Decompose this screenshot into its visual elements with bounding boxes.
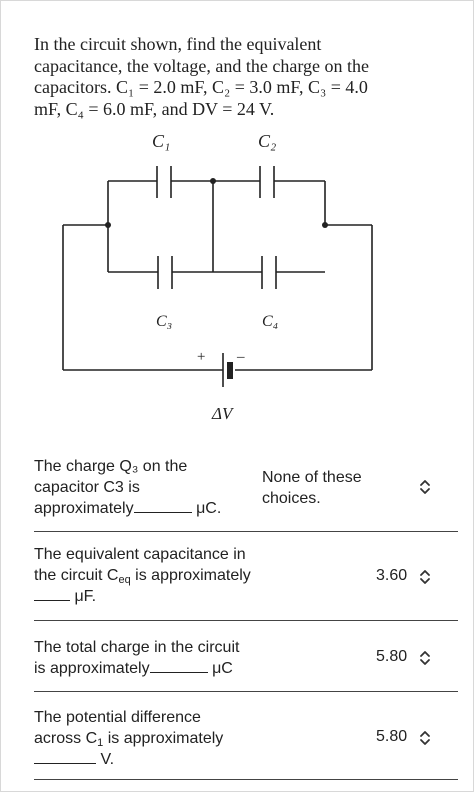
problem-line-4: mF, C₄ = 6.0 mF, and DV = 24 V. [34, 98, 275, 119]
answer-select-ceq[interactable]: 3.60 [376, 567, 458, 589]
divider [34, 691, 458, 692]
selected-value-cont: choices. [262, 490, 321, 507]
selected-value: None of these [262, 469, 362, 486]
question-text: The potential difference across C1 is ap… [34, 709, 224, 768]
question-charge-q3: The charge Q₃ on the capacitor C3 is app… [34, 456, 458, 526]
answer-select-total-charge[interactable]: 5.80 [376, 648, 458, 670]
chevron-updown-icon [420, 480, 430, 494]
answer-blank [149, 672, 208, 673]
selected-value: 5.80 [376, 728, 408, 745]
divider [34, 779, 458, 780]
chevron-updown-icon [420, 731, 430, 745]
selected-value: 5.80 [376, 648, 408, 665]
c3-label: C₃ [156, 313, 172, 330]
question-text: The total charge in the circuit is appro… [34, 639, 240, 677]
chevron-updown-icon [420, 651, 430, 665]
question-text: The charge Q₃ on the capacitor C3 is app… [34, 458, 222, 517]
c2-label: C₂ [258, 131, 276, 151]
problem-line-1: In the circuit shown, find the equivalen… [34, 34, 322, 54]
answer-select-q3[interactable]: None of these choices. [262, 467, 458, 511]
minus-label: – [236, 349, 245, 365]
question-equivalent-capacitance: The equivalent capacitance in the circui… [34, 544, 458, 614]
c1-label: C₁ [152, 131, 170, 151]
divider [34, 620, 458, 621]
question-text: The equivalent capacitance in the circui… [34, 546, 251, 605]
answer-blank [34, 600, 70, 601]
problem-statement: In the circuit shown, find the equivalen… [34, 34, 434, 120]
delta-v-label: ΔV [211, 404, 235, 423]
problem-line-2: capacitance, the voltage, and the charge… [34, 55, 370, 76]
answer-blank [34, 763, 96, 764]
question-potential-difference: The potential difference across C1 is ap… [34, 707, 458, 773]
chevron-updown-icon [420, 570, 430, 584]
question-total-charge: The total charge in the circuit is appro… [34, 637, 458, 685]
divider [34, 531, 458, 532]
circuit-diagram: C₁ C₂ C₃ C₄ + – ΔV [62, 131, 373, 423]
answer-blank [133, 512, 192, 513]
answer-select-potential-difference[interactable]: 5.80 [376, 728, 458, 750]
problem-line-3: capacitors. C₁ = 2.0 mF, C₂ = 3.0 mF, C₃… [34, 77, 368, 97]
selected-value: 3.60 [376, 567, 408, 584]
plus-label: + [196, 349, 206, 365]
c4-label: C₄ [262, 313, 278, 330]
